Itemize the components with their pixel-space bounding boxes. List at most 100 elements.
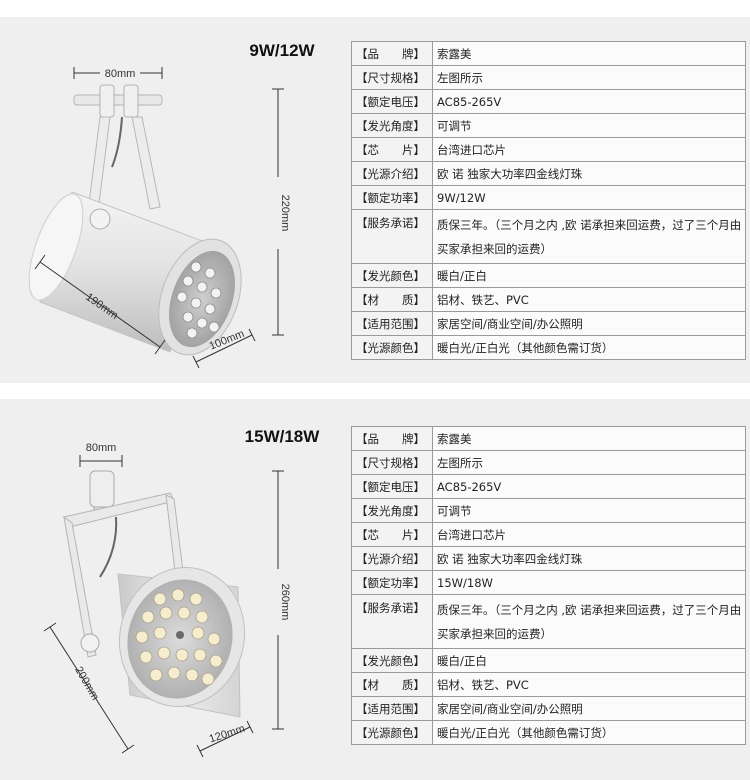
spec-value: 家居空间/商业空间/办公照明: [432, 696, 746, 721]
spec-value: 铝材、铁艺、PVC: [432, 287, 746, 312]
spec-value: 铝材、铁艺、PVC: [432, 672, 746, 697]
product-panel-9w-12w: 80mm: [0, 17, 750, 383]
spec-value: 可调节: [432, 498, 746, 523]
spec-value: 索露美: [432, 41, 746, 66]
product-title: 15W/18W: [244, 427, 320, 446]
led-array: [176, 261, 222, 339]
spec-value: 9W/12W: [432, 185, 746, 210]
table-row: 【额定功率】15W/18W: [351, 570, 746, 595]
spec-value: 索露美: [432, 426, 746, 451]
spec-key: 【光源颜色】: [351, 720, 433, 745]
dim-height-line: [272, 470, 284, 730]
dim-width-line: [73, 67, 163, 79]
table-row: 【适用范围】家居空间/商业空间/办公照明: [351, 696, 746, 721]
spec-key: 【额定电压】: [351, 474, 433, 499]
sensor-dot: [176, 631, 184, 639]
track-light-figure-small: 80mm: [28, 67, 291, 369]
spec-key: 【额定功率】: [351, 185, 433, 210]
table-row: 【额定功率】9W/12W: [351, 185, 746, 210]
spec-key: 【材 质】: [351, 672, 433, 697]
product-title: 9W/12W: [249, 41, 315, 60]
product-panel-15w-18w: 80mm: [0, 399, 750, 780]
adjust-knob: [89, 208, 111, 230]
spec-value: 台湾进口芯片: [432, 522, 746, 547]
table-row: 【尺寸规格】左图所示: [351, 450, 746, 475]
table-row: 【品 牌】索露美: [351, 41, 746, 66]
dim-diameter-line: [196, 720, 254, 758]
spec-value: 15W/18W: [432, 570, 746, 595]
table-row: 【额定电压】AC85-265V: [351, 474, 746, 499]
table-row: 【光源介绍】欧 诺 独家大功率四金线灯珠: [351, 161, 746, 186]
spec-value: 左图所示: [432, 65, 746, 90]
spec-key: 【发光颜色】: [351, 648, 433, 673]
dim-width-label: 80mm: [86, 442, 117, 454]
table-row: 【光源介绍】欧 诺 独家大功率四金线灯珠: [351, 546, 746, 571]
spec-key: 【品 牌】: [351, 41, 433, 66]
table-row: 【材 质】铝材、铁艺、PVC: [351, 672, 746, 697]
spec-key: 【适用范围】: [351, 696, 433, 721]
dim-diameter-line: [192, 328, 256, 369]
spec-key: 【芯 片】: [351, 137, 433, 162]
spec-table: 【品 牌】索露美 【尺寸规格】左图所示 【额定电压】AC85-265V 【发光角…: [351, 426, 746, 745]
lamp-body: [117, 567, 246, 718]
spec-key: 【尺寸规格】: [351, 65, 433, 90]
spec-table: 【品 牌】索露美 【尺寸规格】左图所示 【额定电压】AC85-265V 【发光角…: [351, 41, 746, 360]
spec-value: 暖白/正白: [432, 648, 746, 673]
table-row: 【发光颜色】暖白/正白: [351, 263, 746, 288]
spec-value: 欧 诺 独家大功率四金线灯珠: [432, 546, 746, 571]
spec-key: 【发光颜色】: [351, 263, 433, 288]
spec-value: 质保三年。（三个月之内 ,欧 诺承担来回运费，过了三个月由买家承担来回的运费）: [432, 209, 746, 264]
dim-height-label: 220mm: [279, 195, 291, 232]
table-row: 【发光角度】可调节: [351, 498, 746, 523]
spec-value: 可调节: [432, 113, 746, 138]
table-row: 【适用范围】家居空间/商业空间/办公照明: [351, 311, 746, 336]
table-row: 【尺寸规格】左图所示: [351, 65, 746, 90]
table-row: 【发光颜色】暖白/正白: [351, 648, 746, 673]
spec-key: 【服务承诺】: [351, 594, 433, 649]
dim-height-label: 260mm: [279, 584, 291, 621]
spec-key: 【服务承诺】: [351, 209, 433, 264]
dim-height-line: [272, 88, 284, 336]
dim-length-line: [34, 254, 166, 355]
spec-value: 欧 诺 独家大功率四金线灯珠: [432, 161, 746, 186]
table-row: 【发光角度】可调节: [351, 113, 746, 138]
table-row: 【服务承诺】质保三年。（三个月之内 ,欧 诺承担来回运费，过了三个月由买家承担来…: [351, 209, 746, 264]
table-row: 【芯 片】台湾进口芯片: [351, 137, 746, 162]
dim-width-label: 80mm: [105, 68, 136, 80]
dim-diameter-label: 120mm: [208, 723, 247, 746]
table-row: 【材 质】铝材、铁艺、PVC: [351, 287, 746, 312]
spec-key: 【发光角度】: [351, 113, 433, 138]
table-row: 【额定电压】AC85-265V: [351, 89, 746, 114]
spec-value: 台湾进口芯片: [432, 137, 746, 162]
spec-key: 【材 质】: [351, 287, 433, 312]
spec-key: 【光源介绍】: [351, 546, 433, 571]
dim-length-label: 200mm: [72, 665, 101, 703]
table-row: 【光源颜色】暖白光/正白光（其他颜色需订货）: [351, 335, 746, 360]
spec-value: 质保三年。（三个月之内 ,欧 诺承担来回运费，过了三个月由买家承担来回的运费）: [432, 594, 746, 649]
spec-value: AC85-265V: [432, 474, 746, 499]
table-row: 【服务承诺】质保三年。（三个月之内 ,欧 诺承担来回运费，过了三个月由买家承担来…: [351, 594, 746, 649]
spec-key: 【品 牌】: [351, 426, 433, 451]
spec-key: 【适用范围】: [351, 311, 433, 336]
spec-key: 【芯 片】: [351, 522, 433, 547]
spec-value: AC85-265V: [432, 89, 746, 114]
adjust-knob: [80, 633, 100, 653]
spec-value: 左图所示: [432, 450, 746, 475]
track-light-figure-large: 80mm: [43, 442, 291, 758]
spec-value: 暖白/正白: [432, 263, 746, 288]
spec-value: 暖白光/正白光（其他颜色需订货）: [432, 720, 746, 745]
led-array: [135, 588, 223, 686]
spec-key: 【光源介绍】: [351, 161, 433, 186]
table-row: 【品 牌】索露美: [351, 426, 746, 451]
spec-key: 【光源颜色】: [351, 335, 433, 360]
spec-key: 【发光角度】: [351, 498, 433, 523]
lamp-body: [28, 191, 242, 356]
spec-key: 【尺寸规格】: [351, 450, 433, 475]
table-row: 【芯 片】台湾进口芯片: [351, 522, 746, 547]
dim-length-line: [43, 622, 135, 754]
spec-value: 家居空间/商业空间/办公照明: [432, 311, 746, 336]
dim-width-line: [79, 455, 123, 467]
track-adapter: [73, 84, 163, 118]
spec-value: 暖白光/正白光（其他颜色需订货）: [432, 335, 746, 360]
spec-key: 【额定功率】: [351, 570, 433, 595]
